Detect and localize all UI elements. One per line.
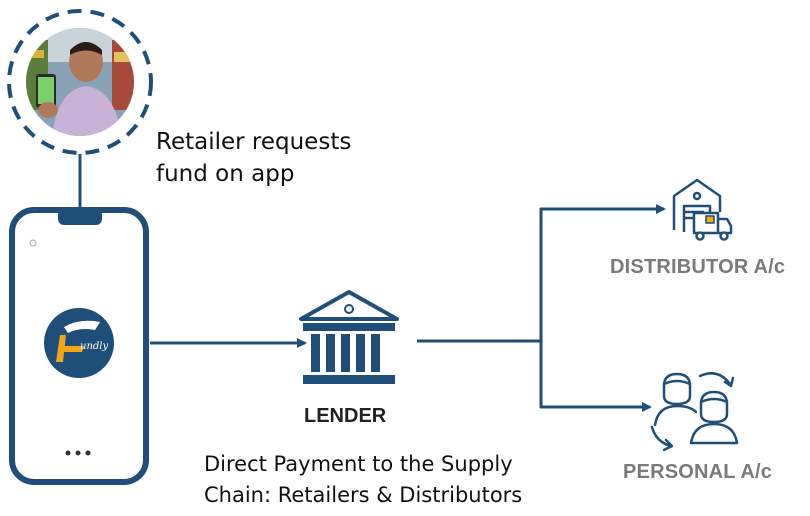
people-icon <box>650 372 739 452</box>
lender-label: LENDER <box>304 405 387 427</box>
lender-caption-line2: Chain: Retailers & Distributors <box>204 483 523 507</box>
lender-caption-line1: Direct Payment to the Supply <box>204 452 513 476</box>
fundly-logo <box>44 308 114 378</box>
retailer-avatar <box>7 9 153 155</box>
distributor-account-label: DISTRIBUTOR A/c <box>610 256 786 278</box>
retailer-caption-line1: Retailer requests <box>156 129 352 155</box>
bank-icon <box>299 290 399 384</box>
retailer-caption-line2: fund on app <box>156 161 295 187</box>
fundly-wordmark: undly <box>80 341 109 352</box>
warehouse-truck-icon <box>672 178 733 241</box>
personal-account-label: PERSONAL A/c <box>623 461 773 483</box>
